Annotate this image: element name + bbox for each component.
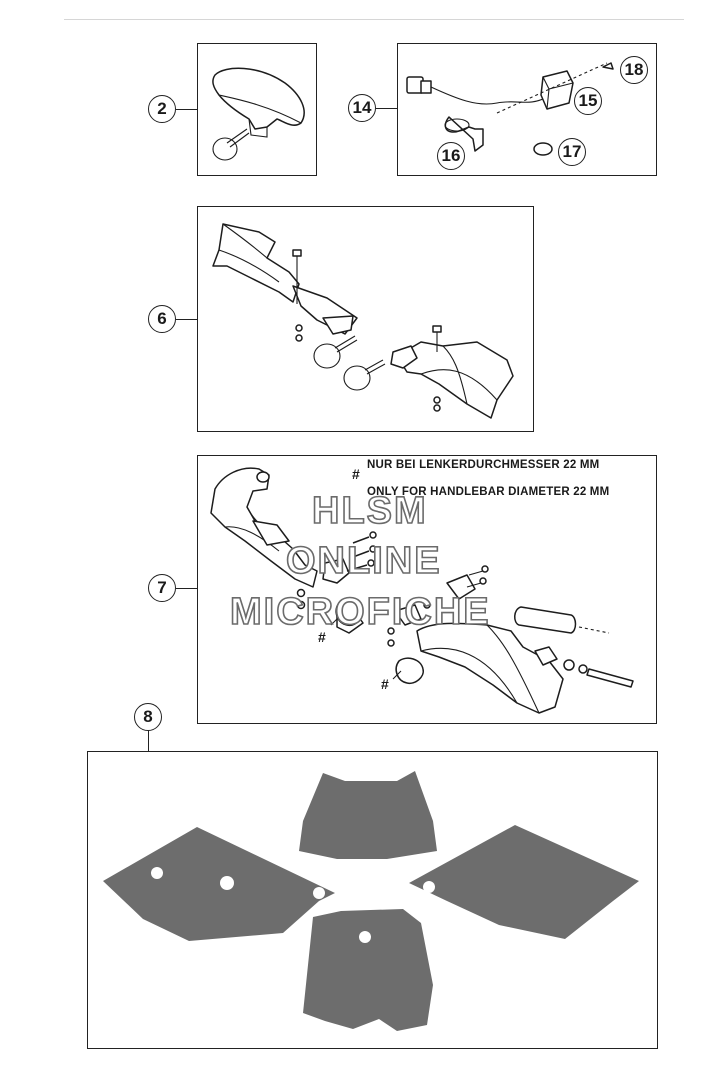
- callout-14: 14: [348, 94, 376, 122]
- watermark-line-1: HLSM: [311, 489, 428, 533]
- note-english: ONLY FOR HANDLEBAR DIAMETER 22 MM: [367, 486, 610, 498]
- sticker-left: [103, 827, 335, 941]
- watermark-line-3: MICROFICHE: [229, 590, 491, 634]
- hash-mark-note: #: [352, 466, 360, 482]
- sticker-bottom: [303, 909, 433, 1031]
- watermark-line-2: ONLINE: [285, 539, 442, 583]
- top-rule: [64, 19, 684, 20]
- callout-15: 15: [574, 87, 602, 115]
- callout-6: 6: [148, 305, 176, 333]
- callout-2: 2: [148, 95, 176, 123]
- part-box-7: [197, 455, 657, 724]
- leader-14: [376, 108, 397, 110]
- callout-7: 7: [148, 574, 176, 602]
- callout-8: 8: [134, 703, 162, 731]
- hash-mark-right: #: [381, 676, 389, 692]
- hash-mark-left: #: [318, 629, 326, 645]
- note-german: NUR BEI LENKERDURCHMESSER 22 MM: [367, 459, 600, 471]
- callout-16: 16: [437, 142, 465, 170]
- part-2-drawing: [212, 67, 305, 161]
- sticker-top: [299, 771, 437, 859]
- callout-18: 18: [620, 56, 648, 84]
- part-6-drawing: [212, 223, 514, 419]
- leader-7: [176, 588, 197, 590]
- part-14-drawing: [406, 62, 614, 156]
- leader-6: [176, 319, 197, 321]
- sticker-right: [409, 825, 639, 939]
- callout-17: 17: [558, 138, 586, 166]
- leader-8: [148, 729, 150, 752]
- leader-2: [176, 109, 197, 111]
- part-7-drawing: [210, 467, 634, 714]
- part-8-number-plate-stickers: [103, 771, 639, 1031]
